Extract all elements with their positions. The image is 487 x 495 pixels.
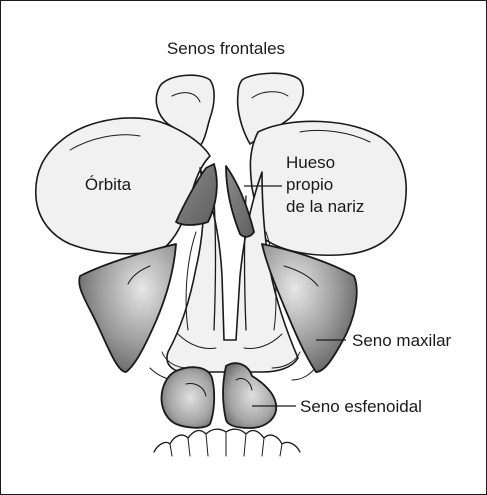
label-maxillary-sinus: Seno maxilar	[352, 331, 452, 350]
nasal-bone-right	[226, 166, 254, 237]
label-nasal-bone-3: de la nariz	[286, 197, 364, 216]
sphenoid-sinus-left	[162, 367, 215, 428]
teeth-row	[154, 429, 300, 456]
maxillary-sinus-left	[79, 244, 176, 372]
label-nasal-bone-1: Hueso	[286, 153, 335, 172]
label-nasal-bone-2: propio	[286, 175, 333, 194]
label-orbit: Órbita	[85, 175, 132, 194]
sphenoid-sinus-right	[223, 363, 276, 428]
label-sphenoid-sinus: Seno esfenoidal	[300, 397, 422, 416]
label-frontal-sinuses: Senos frontales	[167, 39, 285, 58]
